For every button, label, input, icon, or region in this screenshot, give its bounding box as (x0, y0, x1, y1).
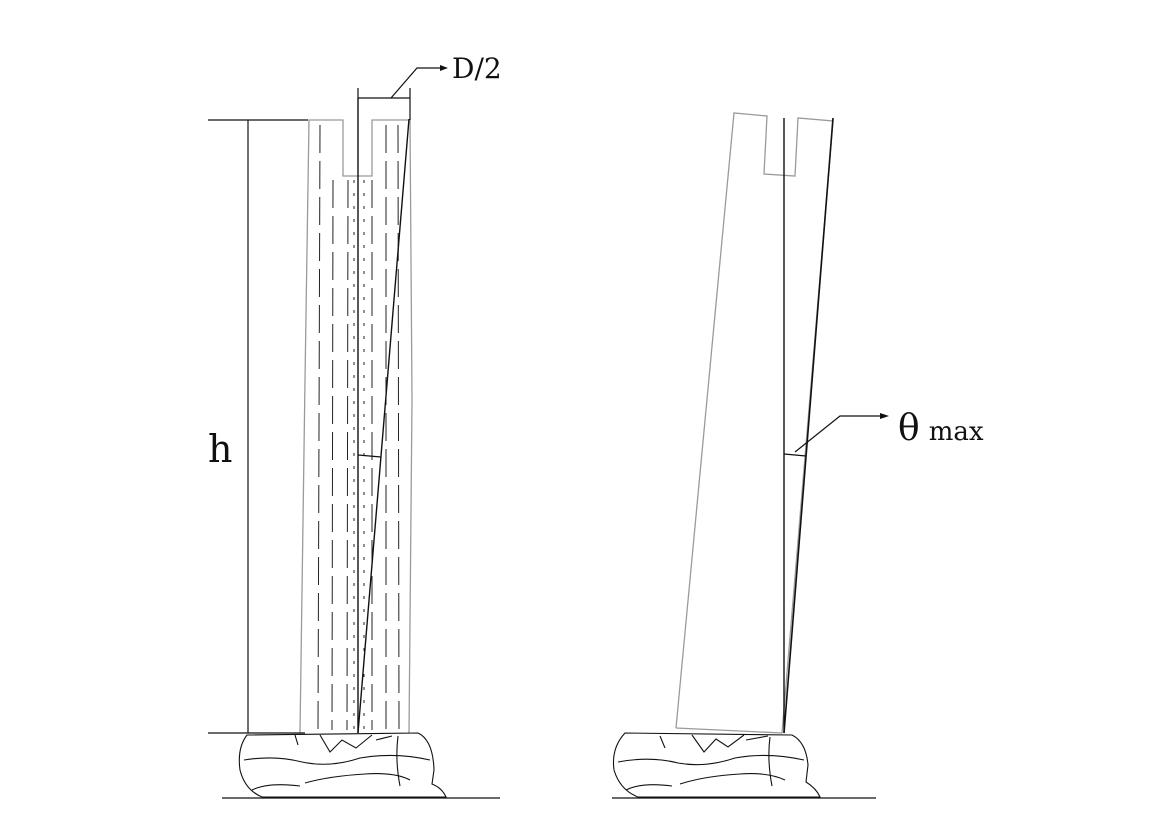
upright-column-figure: h D/2 (208, 52, 502, 799)
tilted-column-outline (675, 112, 834, 734)
wood-grain-lines (317, 124, 400, 731)
d-half-arrowhead (440, 65, 448, 71)
d-half-leader (390, 67, 440, 99)
angle-tick (783, 453, 807, 457)
theta-arrowhead (880, 413, 889, 419)
tilted-column-figure: θ max (612, 112, 984, 799)
d-half-label: D/2 (452, 52, 502, 85)
theta-symbol: θ (898, 408, 920, 449)
tilted-axis-line (783, 117, 834, 734)
mid-tick (357, 454, 382, 458)
theta-label: θ max (898, 408, 984, 449)
diagonal-line (357, 118, 410, 734)
height-label: h (208, 427, 232, 471)
base-stone (238, 732, 447, 798)
column-outline (299, 119, 413, 734)
base-stone-right (612, 732, 821, 798)
theta-subscript: max (929, 417, 984, 447)
theta-leader (794, 415, 880, 453)
